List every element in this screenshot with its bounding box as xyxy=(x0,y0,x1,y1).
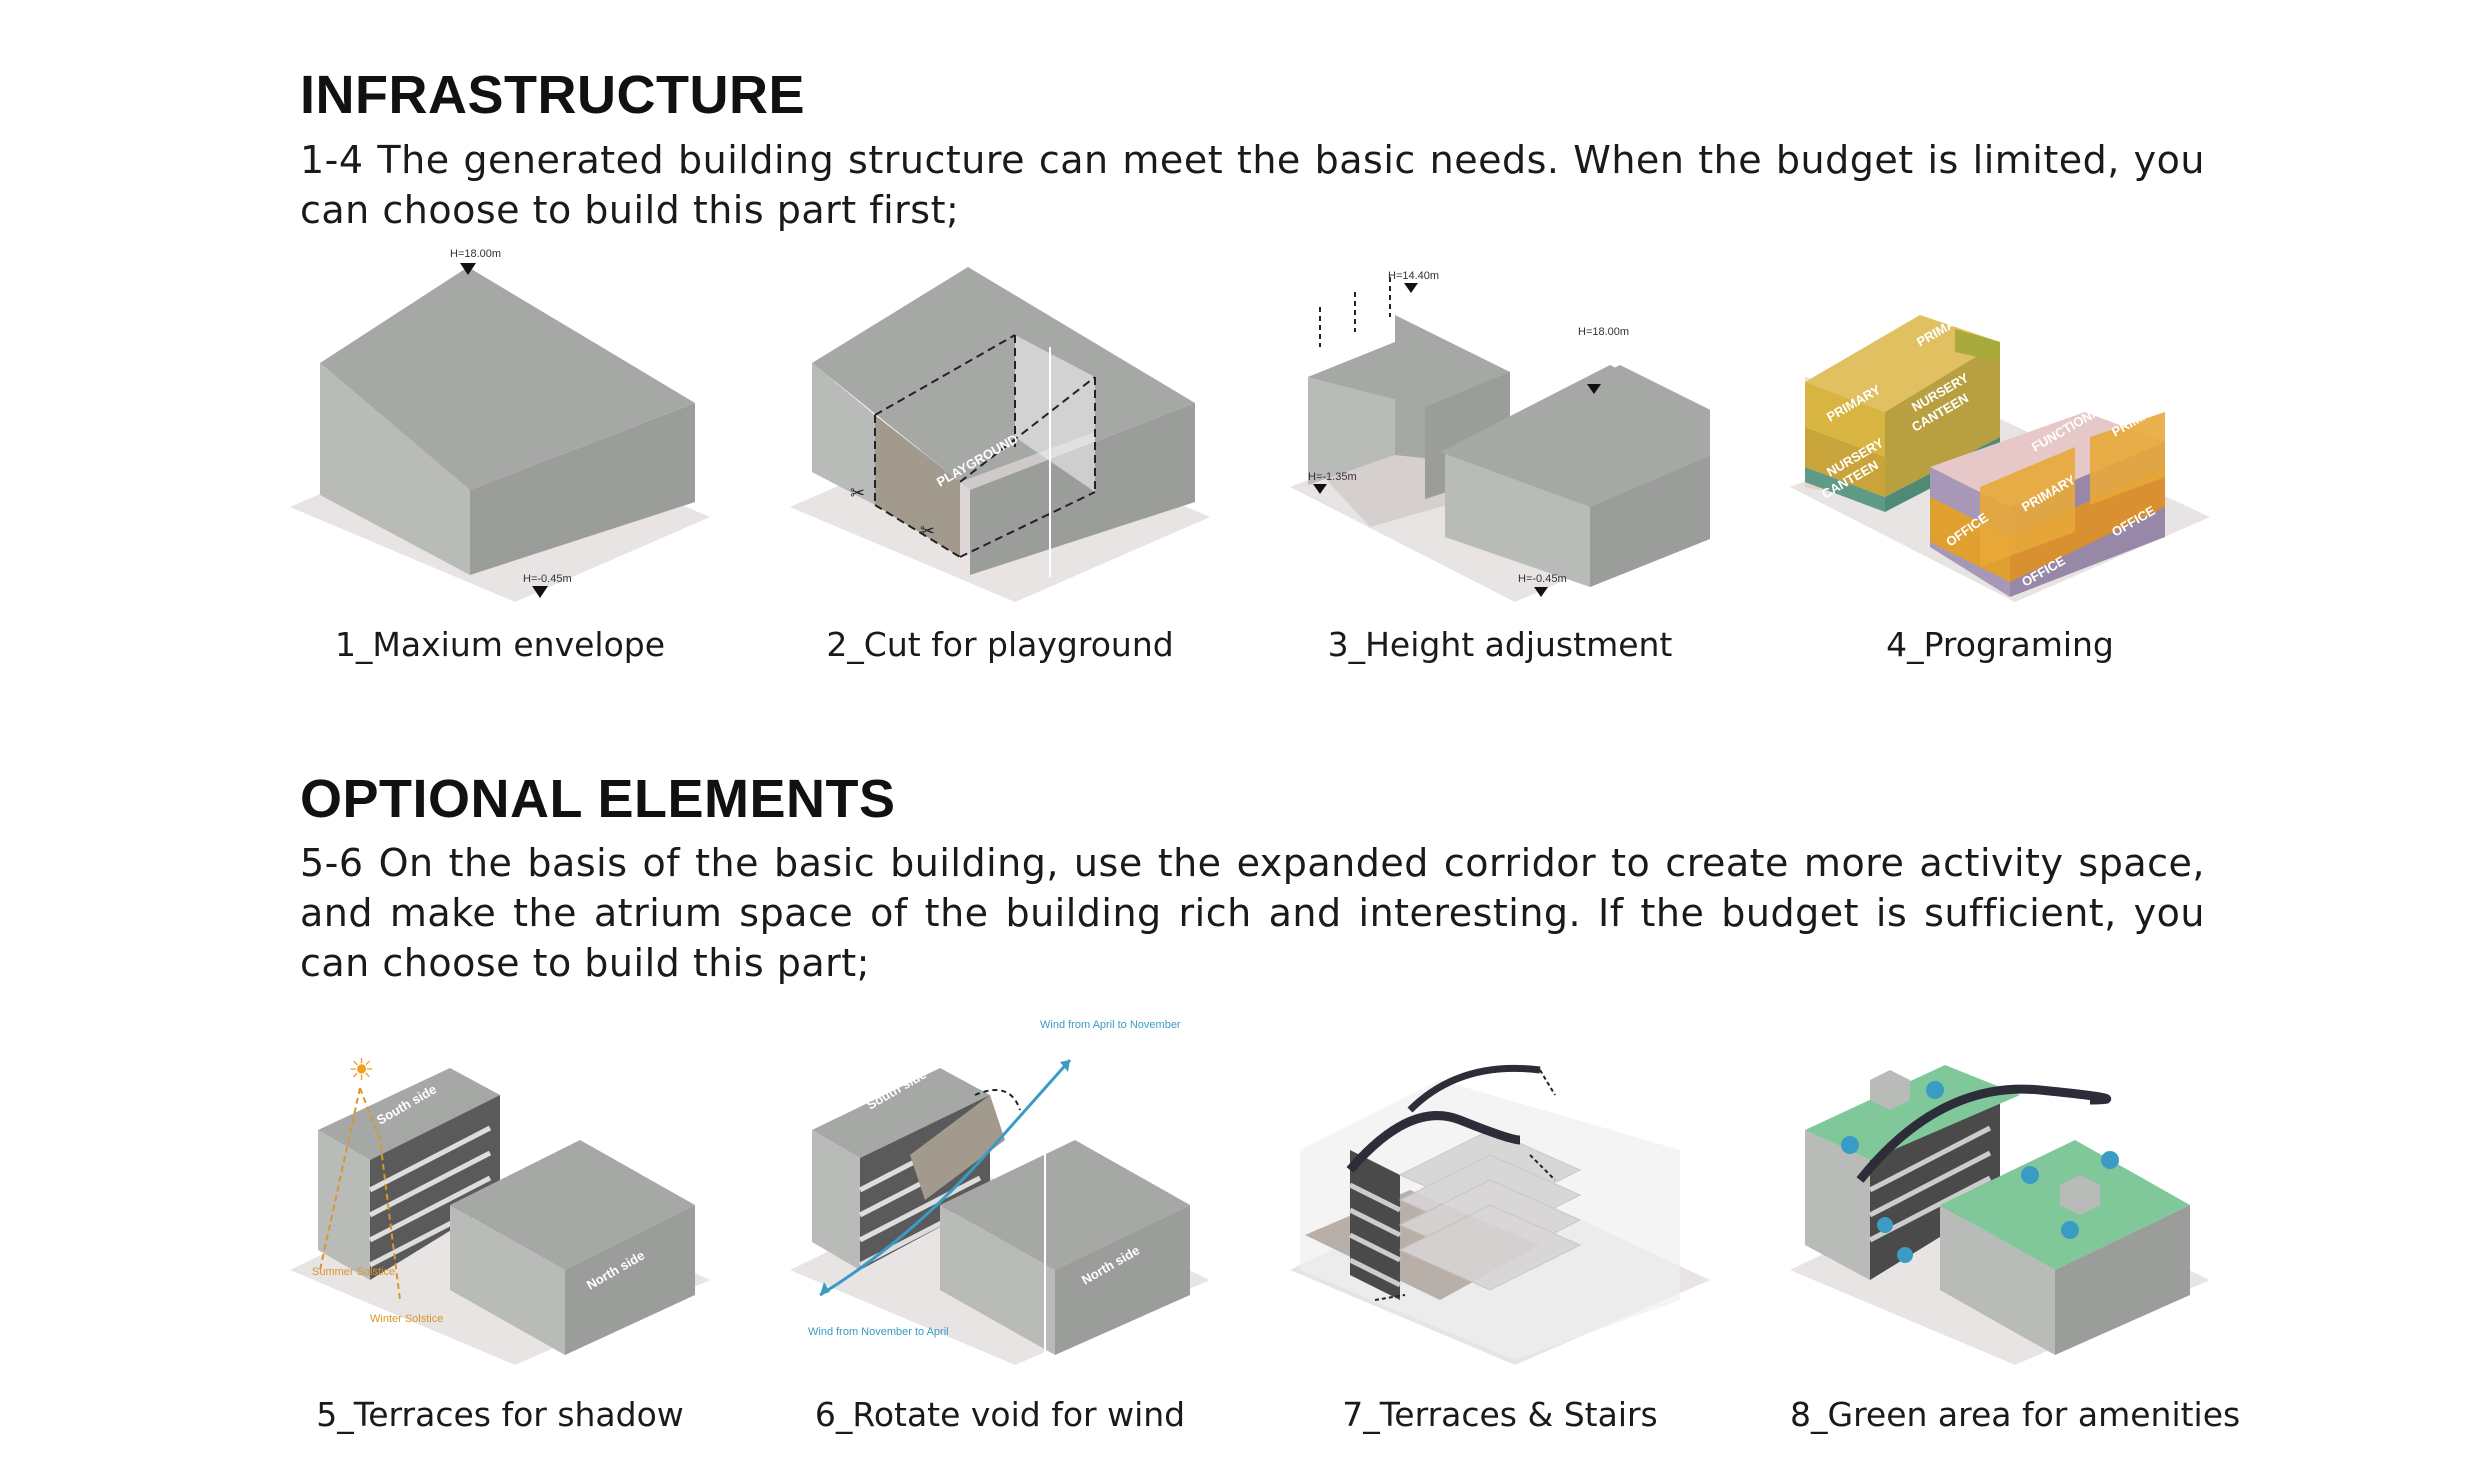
panel-rotate-void-for-wind: South side North side Wind from April to… xyxy=(790,1000,1210,1365)
caption-7: 7_Terraces & Stairs xyxy=(1342,1395,1658,1434)
height-label-4: H=-0.45m xyxy=(1518,573,1567,585)
height-adjustment-diagram: H=14.40m H=18.00m H=-1.35m H=-0.45m xyxy=(1290,270,1710,602)
optional-title: OPTIONAL ELEMENTS xyxy=(300,769,896,829)
sun-icon: ☀ xyxy=(348,1053,375,1088)
optional-description: 5-6 On the basis of the basic building, … xyxy=(300,841,2205,985)
infrastructure-description: 1-4 The generated building structure can… xyxy=(300,138,2205,232)
terraces-and-stairs-diagram xyxy=(1290,1064,1710,1365)
summer-solstice-label: Summer Solstice xyxy=(312,1266,395,1278)
rotate-void-for-wind-diagram: South side North side Wind from April to… xyxy=(790,1019,1210,1365)
caption-5: 5_Terraces for shadow xyxy=(316,1395,684,1434)
caption-6: 6_Rotate void for wind xyxy=(814,1395,1186,1434)
panel-terraces-and-stairs xyxy=(1290,1000,1710,1365)
amenity-icon xyxy=(2101,1151,2119,1169)
height-label-1: H=14.40m xyxy=(1388,270,1439,282)
wind-april-november-label: Wind from April to November xyxy=(1040,1019,1181,1031)
base-height-label: H=-0.45m xyxy=(523,573,572,585)
scissors-icon: ✂ xyxy=(850,483,865,504)
amenity-icon xyxy=(2061,1221,2079,1239)
amenity-icon xyxy=(1877,1217,1893,1233)
caption-2: 2_Cut for playground xyxy=(826,625,1174,664)
caption-8: 8_Green area for amenities xyxy=(1790,1395,2241,1434)
amenity-icon xyxy=(1841,1136,1859,1154)
amenity-icon xyxy=(1926,1081,1944,1099)
terraces-for-shadow-diagram: South side North side ☀ Summer Solstice … xyxy=(290,1053,710,1365)
panel-cut-for-playground: PLAYGROUND ✂ ✂ xyxy=(790,237,1210,602)
amenity-icon xyxy=(2021,1166,2039,1184)
panel-programming: PRIMARY PRIMARY NURSERY NURSERY CANTEEN … xyxy=(1790,237,2210,602)
panel-height-adjustment: H=14.40m H=18.00m H=-1.35m H=-0.45m xyxy=(1290,237,1710,602)
panel-terraces-for-shadow: South side North side ☀ Summer Solstice … xyxy=(290,1000,710,1365)
green-area-diagram xyxy=(1790,1065,2210,1365)
maximum-envelope-diagram: H=18.00m H=-0.45m xyxy=(290,248,710,602)
wind-november-april-label: Wind from November to April xyxy=(808,1326,949,1338)
height-label-2: H=18.00m xyxy=(1578,326,1629,338)
panel-maximum-envelope: H=18.00m H=-0.45m xyxy=(290,237,710,602)
caption-3: 3_Height adjustment xyxy=(1327,625,1673,664)
cut-for-playground-diagram: PLAYGROUND ✂ ✂ xyxy=(790,267,1210,602)
panel-green-area xyxy=(1790,1000,2210,1365)
height-label-3: H=-1.35m xyxy=(1308,471,1357,483)
amenity-icon xyxy=(1897,1247,1913,1263)
programming-diagram: PRIMARY PRIMARY NURSERY NURSERY CANTEEN … xyxy=(1790,307,2210,602)
caption-4: 4_Programing xyxy=(1886,625,2114,664)
caption-1: 1_Maxium envelope xyxy=(334,625,666,664)
winter-solstice-label: Winter Solstice xyxy=(370,1313,443,1325)
scissors-icon: ✂ xyxy=(920,521,935,542)
infrastructure-title: INFRASTRUCTURE xyxy=(300,65,805,125)
height-label: H=18.00m xyxy=(450,248,501,260)
